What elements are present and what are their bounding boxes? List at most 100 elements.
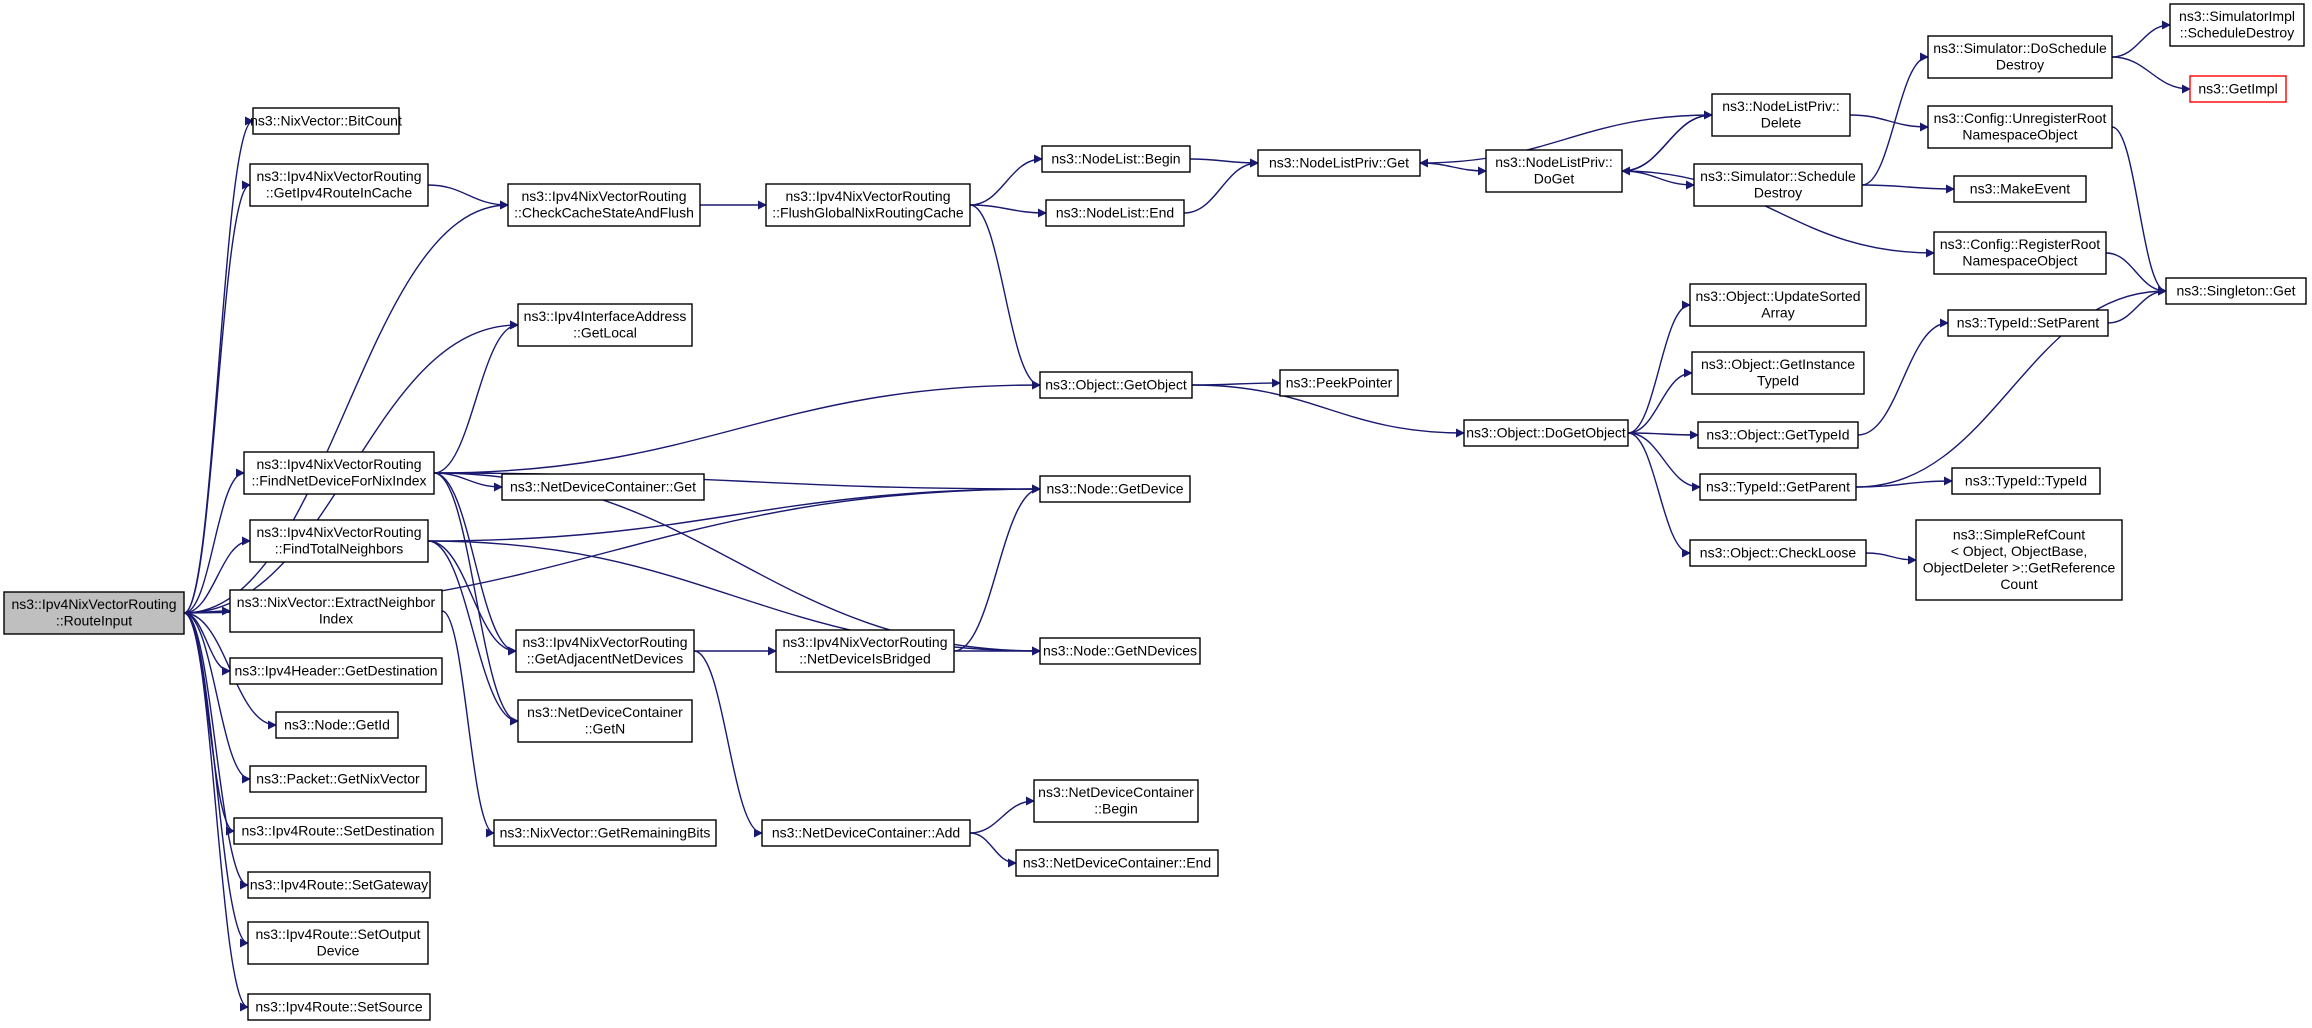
node-label-line: < Object, ObjectBase, bbox=[1951, 543, 2088, 559]
node-ipv4ifaddrgetlocal[interactable]: ns3::Ipv4InterfaceAddress::GetLocal bbox=[517, 303, 693, 347]
node-label-line: ns3::SimpleRefCount bbox=[1953, 527, 2085, 543]
node-box bbox=[1045, 199, 1185, 227]
node-getipv4routeincache[interactable]: ns3::Ipv4NixVectorRouting::GetIpv4RouteI… bbox=[249, 163, 429, 207]
edge-simscheduledestroy-to-simdoscheduledestroy bbox=[1861, 52, 1929, 186]
node-routesetgateway[interactable]: ns3::Ipv4Route::SetGateway bbox=[247, 871, 431, 899]
node-label-line: ns3::Ipv4Header::GetDestination bbox=[234, 662, 437, 678]
node-box bbox=[493, 819, 717, 847]
node-routesetsource[interactable]: ns3::Ipv4Route::SetSource bbox=[247, 993, 431, 1021]
edge-routeinput-to-routesetoutput bbox=[183, 612, 249, 948]
node-objectgettypeid[interactable]: ns3::Object::GetTypeId bbox=[1697, 421, 1859, 449]
node-label-line: ::GetIpv4RouteInCache bbox=[266, 185, 413, 201]
edge-ndcadd-to-ndcbegin bbox=[969, 796, 1035, 834]
node-checkcache[interactable]: ns3::Ipv4NixVectorRouting::CheckCacheSta… bbox=[507, 183, 701, 227]
node-label-line: Device bbox=[317, 943, 360, 959]
node-box bbox=[3, 591, 185, 635]
node-simscheduledestroy[interactable]: ns3::Simulator::ScheduleDestroy bbox=[1693, 163, 1863, 207]
node-label-line: ns3::NodeListPriv::Get bbox=[1269, 154, 1409, 170]
node-ndcgetn[interactable]: ns3::NetDeviceContainer::GetN bbox=[517, 699, 693, 743]
edge-routeinput-to-routesetsource bbox=[183, 612, 249, 1012]
node-label-line: ns3::NodeListPriv:: bbox=[1495, 154, 1613, 170]
node-box bbox=[1279, 369, 1399, 397]
node-label-line: ::GetAdjacentNetDevices bbox=[527, 651, 683, 667]
node-label-line: ns3::Object::UpdateSorted bbox=[1696, 288, 1861, 304]
node-label-line: ::CheckCacheStateAndFlush bbox=[514, 205, 694, 221]
node-label-line: ns3::Ipv4NixVectorRouting bbox=[783, 634, 948, 650]
node-label-line: ns3::NetDeviceContainer bbox=[1038, 784, 1194, 800]
node-singletonget[interactable]: ns3::Singleton::Get bbox=[2165, 277, 2307, 305]
node-getremainingbits[interactable]: ns3::NixVector::GetRemainingBits bbox=[493, 819, 717, 847]
node-box bbox=[249, 163, 429, 207]
node-box bbox=[229, 589, 443, 633]
node-label-line: NamespaceObject bbox=[1962, 127, 2077, 143]
edge-objectdogetobject-to-objectgettypeid bbox=[1627, 430, 1699, 440]
node-objectdogetobject[interactable]: ns3::Object::DoGetObject bbox=[1463, 419, 1629, 447]
node-nodelistprivget[interactable]: ns3::NodeListPriv::Get bbox=[1257, 149, 1421, 177]
node-routesetdest[interactable]: ns3::Ipv4Route::SetDestination bbox=[233, 817, 443, 845]
node-box bbox=[1691, 351, 1865, 395]
node-nodelistend[interactable]: ns3::NodeList::End bbox=[1045, 199, 1185, 227]
node-label-line: ns3::Simulator::Schedule bbox=[1700, 168, 1856, 184]
node-typeidtypeid[interactable]: ns3::TypeId::TypeId bbox=[1951, 467, 2101, 495]
node-findnetdevice[interactable]: ns3::Ipv4NixVectorRouting::FindNetDevice… bbox=[243, 451, 435, 495]
edge-typeidgetparent-to-typeidtypeid bbox=[1855, 476, 1953, 488]
node-label-line: ns3::Ipv4InterfaceAddress bbox=[524, 308, 687, 324]
node-getimpl[interactable]: ns3::GetImpl bbox=[2189, 75, 2287, 103]
node-box bbox=[1463, 419, 1629, 447]
node-label-line: ::NetDeviceIsBridged bbox=[799, 651, 931, 667]
node-nodelistprivdelete[interactable]: ns3::NodeListPriv::Delete bbox=[1711, 93, 1851, 137]
edge-nodelistprivdelete-to-configunregister bbox=[1849, 114, 1929, 132]
node-ndcadd[interactable]: ns3::NetDeviceContainer::Add bbox=[761, 819, 971, 847]
node-netdeviceisbridged[interactable]: ns3::Ipv4NixVectorRouting::NetDeviceIsBr… bbox=[775, 629, 955, 673]
edge-objectgettypeid-to-typeidsetparent bbox=[1857, 318, 1949, 436]
node-label-line: Destroy bbox=[1754, 185, 1802, 201]
node-makeevent[interactable]: ns3::MakeEvent bbox=[1953, 175, 2087, 203]
node-peekpointer[interactable]: ns3::PeekPointer bbox=[1279, 369, 1399, 397]
node-nodegetid[interactable]: ns3::Node::GetId bbox=[275, 711, 399, 739]
node-findtotalneighbors[interactable]: ns3::Ipv4NixVectorRouting::FindTotalNeig… bbox=[249, 519, 429, 563]
node-simplerefcount[interactable]: ns3::SimpleRefCount< Object, ObjectBase,… bbox=[1915, 519, 2123, 601]
node-label-line: ns3::Ipv4NixVectorRouting bbox=[786, 188, 951, 204]
node-box bbox=[1915, 519, 2123, 601]
node-typeidgetparent[interactable]: ns3::TypeId::GetParent bbox=[1699, 473, 1857, 501]
node-box bbox=[247, 993, 431, 1021]
node-checkloose[interactable]: ns3::Object::CheckLoose bbox=[1689, 539, 1867, 567]
node-ndcend[interactable]: ns3::NetDeviceContainer::End bbox=[1015, 849, 1219, 877]
node-nodegetndevices[interactable]: ns3::Node::GetNDevices bbox=[1039, 637, 1201, 665]
node-bitcount[interactable]: ns3::NixVector::BitCount bbox=[250, 107, 402, 135]
edge-objectdogetobject-to-getinstancetypeid bbox=[1627, 368, 1693, 434]
edge-routeinput-to-findtotalneighbors bbox=[183, 536, 251, 614]
node-flushglobal[interactable]: ns3::Ipv4NixVectorRouting::FlushGlobalNi… bbox=[765, 183, 971, 227]
node-simimplscheduledestroy[interactable]: ns3::SimulatorImpl::ScheduleDestroy bbox=[2169, 3, 2305, 47]
node-objectgetobject[interactable]: ns3::Object::GetObject bbox=[1039, 371, 1193, 399]
node-ndcbegin[interactable]: ns3::NetDeviceContainer::Begin bbox=[1033, 779, 1199, 823]
node-label-line: ns3::Ipv4NixVectorRouting bbox=[257, 456, 422, 472]
edge-typeidgetparent-to-singletonget bbox=[1855, 286, 2167, 488]
node-packetgetnixvector[interactable]: ns3::Packet::GetNixVector bbox=[249, 765, 427, 793]
node-label-line: ns3::NetDeviceContainer::Get bbox=[510, 478, 696, 494]
node-typeidsetparent[interactable]: ns3::TypeId::SetParent bbox=[1947, 309, 2109, 337]
edge-objectdogetobject-to-updatesortedarray bbox=[1627, 300, 1691, 434]
node-label-line: NamespaceObject bbox=[1962, 253, 2077, 269]
node-box bbox=[247, 871, 431, 899]
node-nodegetdevice[interactable]: ns3::Node::GetDevice bbox=[1039, 475, 1191, 503]
node-box bbox=[1711, 93, 1851, 137]
node-label-line: DoGet bbox=[1534, 171, 1575, 187]
node-nodelistbegin[interactable]: ns3::NodeList::Begin bbox=[1041, 145, 1191, 173]
node-configunregister[interactable]: ns3::Config::UnregisterRootNamespaceObje… bbox=[1927, 105, 2113, 149]
node-ipv4headergetdest[interactable]: ns3::Ipv4Header::GetDestination bbox=[229, 657, 443, 685]
node-nodelistprivdoget[interactable]: ns3::NodeListPriv::DoGet bbox=[1485, 149, 1623, 193]
edges-layer bbox=[183, 20, 2191, 1012]
node-ndcget[interactable]: ns3::NetDeviceContainer::Get bbox=[501, 473, 705, 501]
node-getadjacent[interactable]: ns3::Ipv4NixVectorRouting::GetAdjacentNe… bbox=[515, 629, 695, 673]
node-box bbox=[252, 107, 400, 135]
node-label-line: ns3::Object::GetInstance bbox=[1701, 356, 1855, 372]
node-label-line: ns3::Config::RegisterRoot bbox=[1940, 236, 2100, 252]
node-routeinput[interactable]: ns3::Ipv4NixVectorRouting::RouteInput bbox=[3, 591, 185, 635]
